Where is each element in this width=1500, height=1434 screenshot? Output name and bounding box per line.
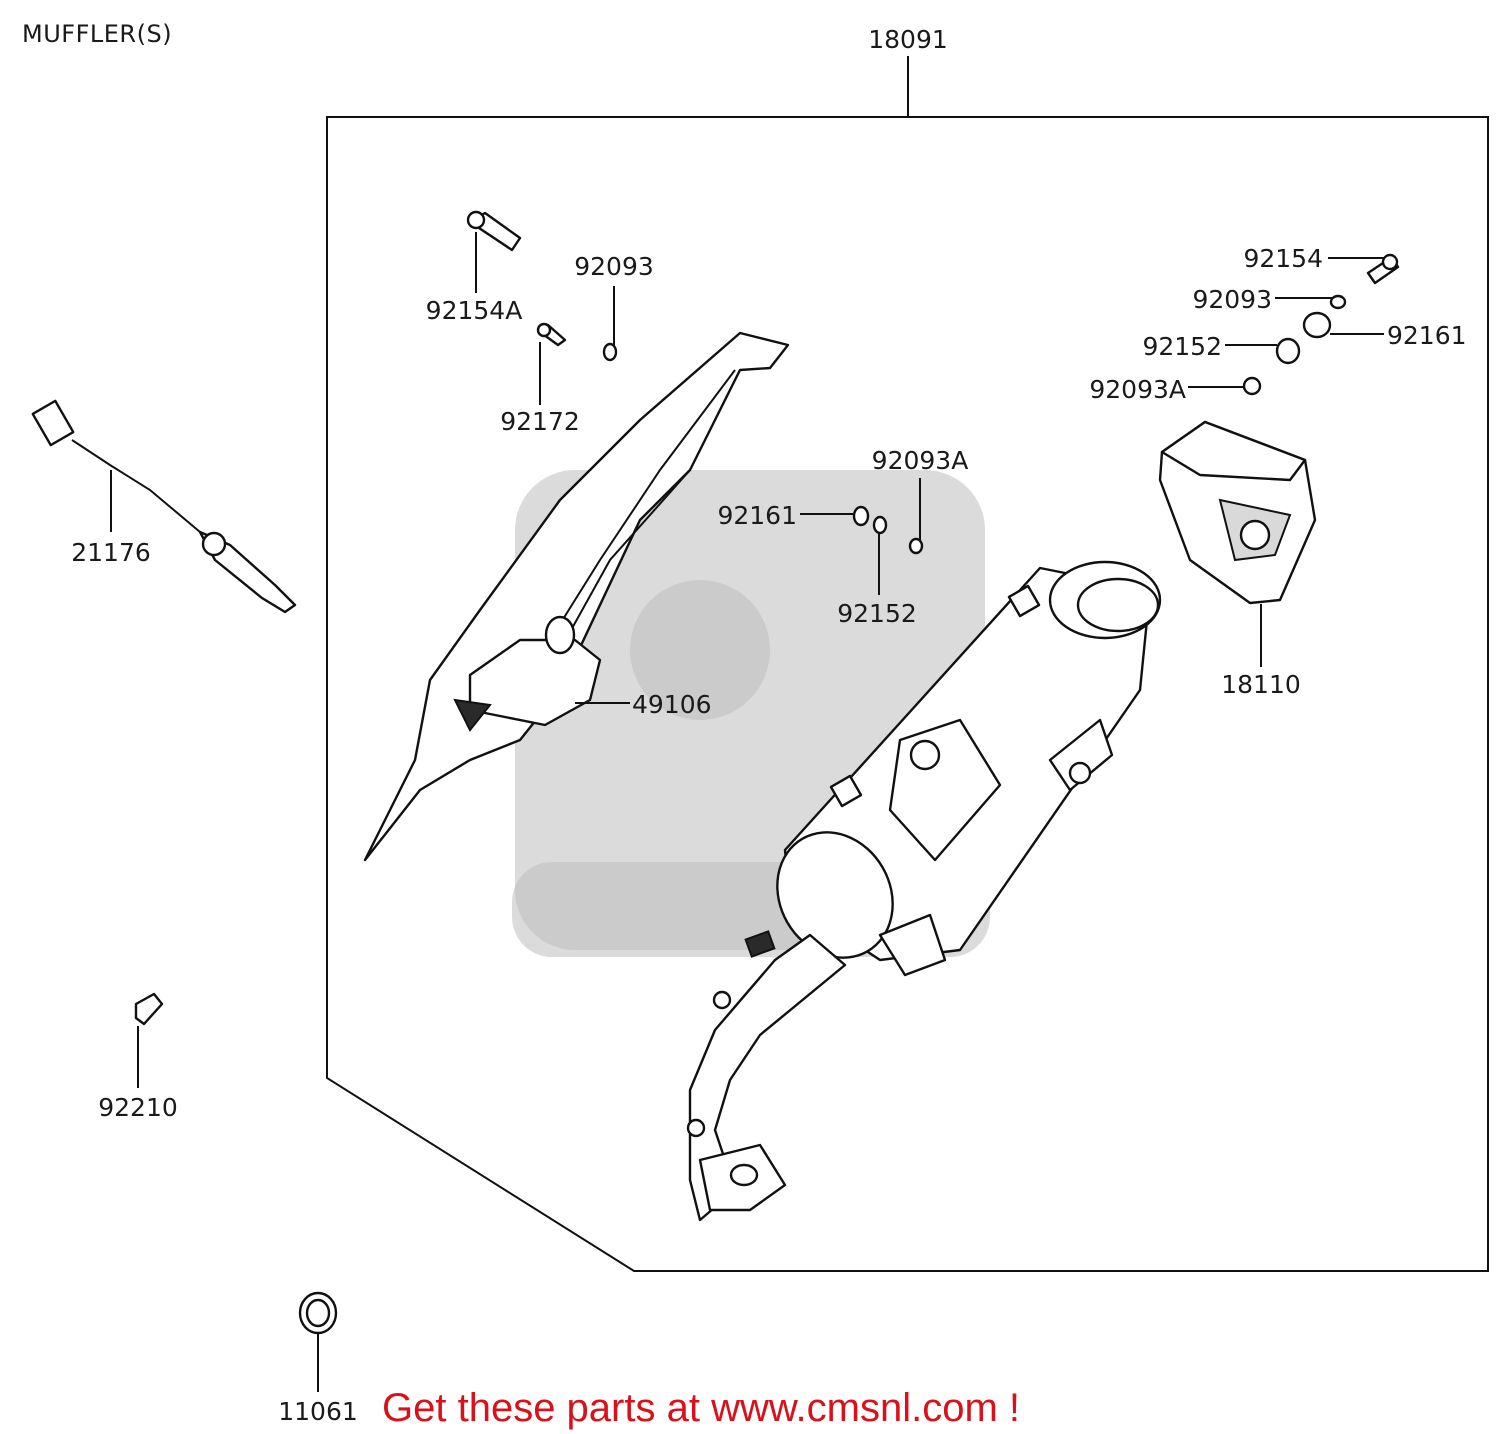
callout-92161-right: 92161: [1387, 321, 1467, 350]
washer-92093A-center[interactable]: [908, 537, 924, 555]
callout-92154A: 92154A: [426, 296, 523, 325]
washer-92093-right[interactable]: [1329, 294, 1347, 310]
callout-92172: 92172: [500, 407, 580, 436]
heat-shield-part[interactable]: [363, 331, 790, 862]
callout-21176: 21176: [71, 538, 151, 567]
callout-92210: 92210: [98, 1093, 178, 1122]
callout-92093A-right: 92093A: [1089, 375, 1186, 404]
grommet-92161-right[interactable]: [1302, 311, 1332, 339]
plug-92210[interactable]: [134, 992, 164, 1026]
callout-92093A-center: 92093A: [872, 446, 969, 475]
washer-92093A-right[interactable]: [1242, 376, 1262, 396]
gasket-11061[interactable]: [298, 1291, 338, 1335]
callout-18091: 18091: [868, 25, 948, 54]
muffler-cover-part[interactable]: [1158, 420, 1317, 605]
callout-92161-center: 92161: [717, 501, 797, 530]
callout-92152-center: 92152: [837, 599, 917, 628]
callout-92093-top: 92093: [574, 252, 654, 281]
collar-92152-right[interactable]: [1275, 337, 1301, 365]
callout-92152-right: 92152: [1142, 332, 1222, 361]
page-title: MUFFLER(S): [22, 20, 173, 48]
callout-49106: 49106: [632, 690, 712, 719]
bolt-92154[interactable]: [1366, 253, 1400, 285]
pin-92172[interactable]: [536, 322, 567, 347]
oxygen-sensor-part[interactable]: [31, 399, 297, 614]
muffler-assembly[interactable]: [686, 560, 1162, 1222]
callout-18110: 18110: [1221, 670, 1301, 699]
callout-92093-right: 92093: [1192, 285, 1272, 314]
callout-11061: 11061: [278, 1397, 358, 1426]
washer-92093-top[interactable]: [602, 342, 618, 362]
cmsnl-link[interactable]: Get these parts at www.cmsnl.com !: [382, 1386, 1020, 1430]
callout-92154: 92154: [1243, 244, 1323, 273]
collar-92152-center[interactable]: [872, 515, 888, 535]
bolt-92154A[interactable]: [466, 210, 522, 252]
grommet-92161-center[interactable]: [852, 505, 870, 527]
assembly-boundary: [326, 116, 1489, 1272]
